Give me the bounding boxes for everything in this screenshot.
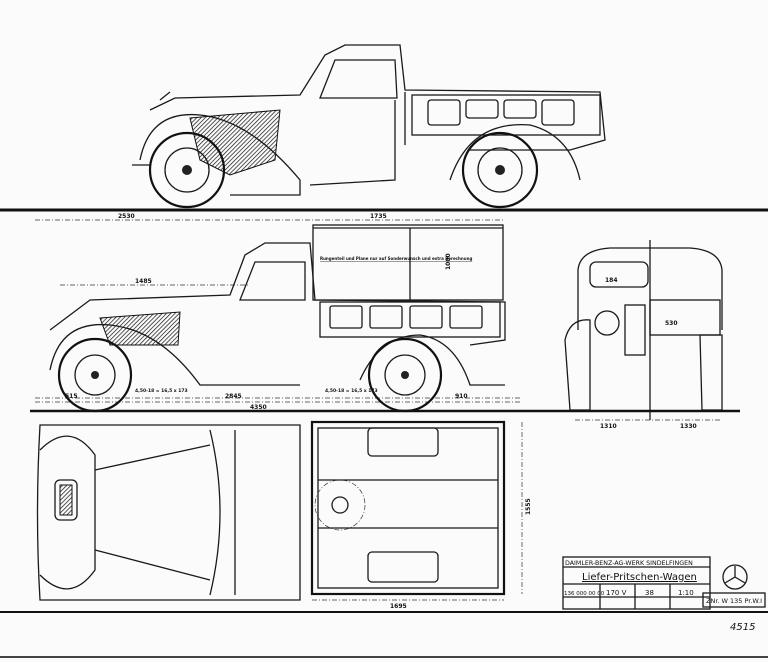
dim-515: 515 (65, 393, 78, 400)
front-rear-view: 1310 1330 184 530 (564, 240, 723, 430)
dim-1695: 1695 (390, 603, 407, 610)
plan-view-cab (36, 424, 301, 601)
dim-1000: 1000 (445, 253, 452, 270)
sheet-number: 38 (645, 589, 654, 597)
dim-1330: 1330 (680, 423, 697, 430)
drawing-title: Liefer-Pritschen-Wagen (582, 572, 697, 583)
dim-1310: 1310 (600, 423, 617, 430)
scale: 1:10 (678, 589, 694, 597)
dim-1735: 1735 (370, 213, 387, 220)
dim-4350: 4350 (250, 404, 267, 411)
dim-530: 530 (665, 320, 678, 327)
dim-1555: 1555 (525, 498, 532, 515)
mercedes-star-logo (722, 564, 748, 590)
drawing-number: ZNr. W 135 Pr.W.I (706, 597, 762, 605)
tire-rear-label: 4,50-18 = 16,5 x 173 (325, 388, 378, 394)
dim-1485: 1485 (135, 278, 152, 285)
company-name: DAIMLER-BENZ-AG-WERK SINDELFINGEN (565, 560, 693, 567)
tarp-note: Rungenteil und Plane nur auf Sonderwunsc… (320, 256, 472, 261)
tire-front-label: 4,50-18 = 16,5 x 173 (135, 388, 188, 394)
dim-2845: 2845 (225, 393, 242, 400)
side-view-illustration (132, 44, 606, 209)
dim-184: 184 (605, 277, 618, 284)
page-number: 4515 (730, 622, 755, 633)
title-block: DAIMLER-BENZ-AG-WERK SINDELFINGEN Liefer… (562, 556, 766, 610)
side-view-dimensioned: 2530 1735 1485 1000 515 2845 4350 910 4,… (35, 213, 520, 413)
part-number: 136 000 00 00 (564, 591, 605, 597)
dim-2530: 2530 (118, 213, 135, 220)
plan-view-bed: 1695 1555 (310, 420, 532, 610)
dim-910: 910 (455, 393, 468, 400)
vehicle-type: 170 V (606, 589, 627, 597)
